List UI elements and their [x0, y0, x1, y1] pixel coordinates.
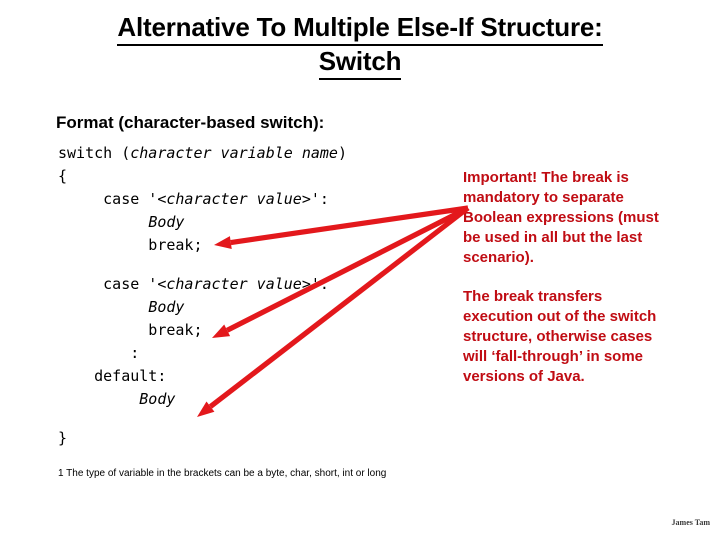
code-token: case '< — [58, 275, 167, 293]
code-token: break; — [58, 321, 203, 339]
code-line-open-brace: { — [58, 165, 347, 188]
code-token: character value — [166, 275, 302, 293]
code-token: >': — [301, 190, 329, 208]
code-token — [58, 390, 139, 408]
code-line-case-1-break: break; — [58, 234, 347, 257]
code-token: } — [58, 429, 68, 447]
code-token: case '< — [58, 190, 167, 208]
callout-note-break-transfers: The break transfers execution out of the… — [463, 288, 657, 385]
format-heading: Format (character-based switch): — [56, 113, 325, 132]
code-token: >': — [301, 275, 329, 293]
code-token: break; — [58, 236, 203, 254]
code-line-case-2: case '<character value>': — [58, 273, 347, 296]
code-token — [58, 298, 148, 316]
page-title-line-2: Switch — [40, 46, 680, 80]
code-line-default-body: Body — [58, 388, 347, 411]
code-line-case-1-body: Body — [58, 211, 347, 234]
author-credit: James Tam — [671, 518, 710, 527]
code-line-ellipsis-colon: : — [58, 342, 347, 365]
page-title-line-2-text: Switch — [318, 46, 401, 80]
code-line-case-1: case '<character value>': — [58, 188, 347, 211]
code-line-case-2-body: Body — [58, 296, 347, 319]
code-token: : — [58, 344, 140, 362]
code-token: Body — [148, 298, 185, 316]
code-token: switch ( — [58, 144, 131, 162]
code-block: switch (character variable name) { case '… — [58, 142, 347, 450]
code-token: character value — [166, 190, 302, 208]
page-title: Alternative To Multiple Else-If Structur… — [40, 12, 680, 80]
code-line-switch-header: switch (character variable name) — [58, 142, 347, 165]
page-title-line-1-text: Alternative To Multiple Else-If Structur… — [117, 12, 603, 46]
code-token: default: — [58, 367, 167, 385]
code-line-spacer-2 — [58, 411, 347, 427]
code-token: character variable name — [130, 144, 338, 162]
callout-note-important: Important! The break is mandatory to sep… — [463, 169, 659, 266]
page-title-line-1: Alternative To Multiple Else-If Structur… — [40, 12, 680, 46]
code-token: { — [58, 167, 68, 185]
code-line-default-label: default: — [58, 365, 347, 388]
code-line-close-brace: } — [58, 427, 347, 450]
code-token — [58, 213, 148, 231]
code-token: ) — [337, 144, 347, 162]
code-token: Body — [148, 213, 185, 231]
footnote-variable-types: 1 The type of variable in the brackets c… — [58, 468, 387, 479]
code-token: Body — [139, 390, 176, 408]
code-line-case-2-break: break; — [58, 319, 347, 342]
code-line-spacer-1 — [58, 257, 347, 273]
